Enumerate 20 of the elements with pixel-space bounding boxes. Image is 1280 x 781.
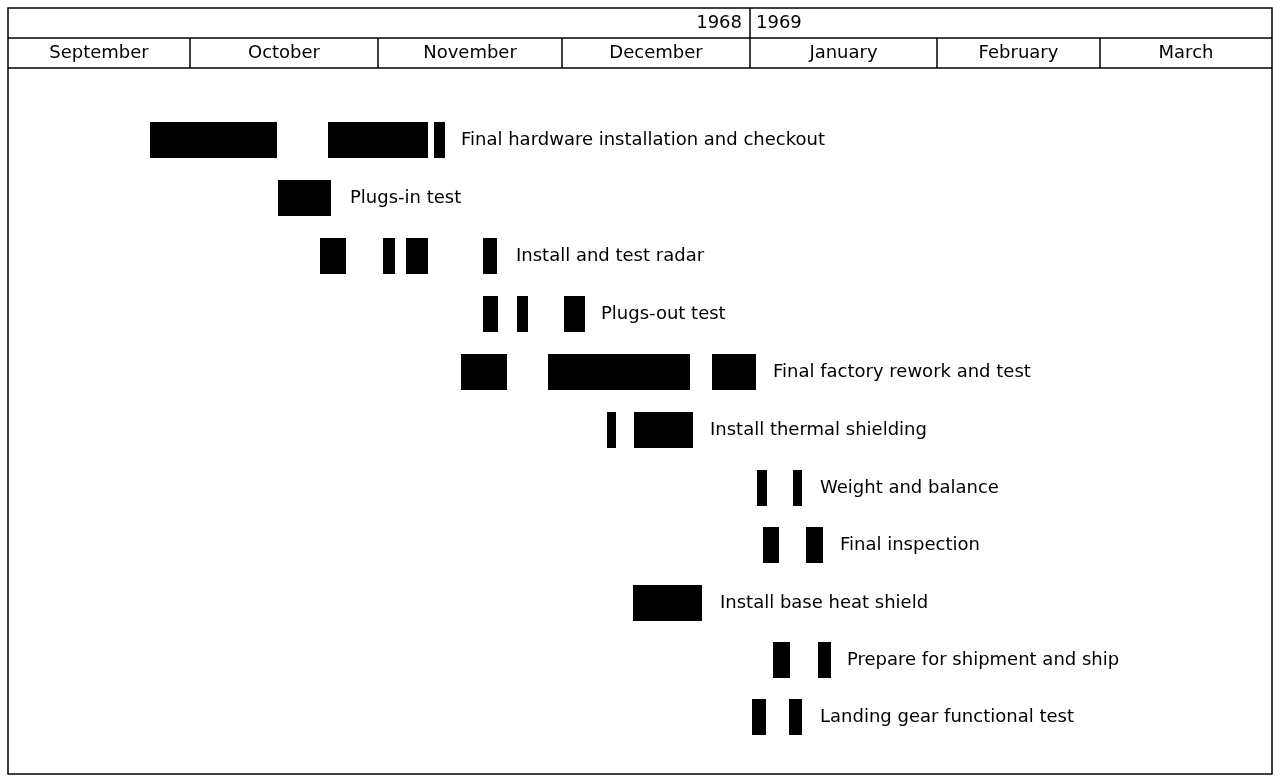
month-label: September — [48, 41, 150, 63]
month-label: March — [1157, 41, 1215, 63]
task-label: Final inspection — [840, 533, 980, 555]
year-label: 1969 — [756, 11, 802, 33]
task-label: Final factory rework and test — [773, 360, 1031, 382]
task-label: Plugs-in test — [350, 186, 462, 208]
task-label: Plugs-out test — [601, 302, 726, 324]
year-label: 1968 — [696, 11, 742, 33]
task-label: Install and test radar — [516, 244, 705, 266]
task-label: Weight and balance — [820, 476, 999, 498]
month-label: January — [807, 41, 879, 63]
month-label: December — [608, 41, 704, 63]
task-label: Final hardware installation and checkout — [461, 128, 825, 150]
month-label: February — [977, 41, 1060, 63]
task-label: Install base heat shield — [720, 591, 929, 613]
task-label: Landing gear functional test — [820, 705, 1074, 727]
task-label: Install thermal shielding — [710, 418, 927, 440]
month-label: October — [246, 41, 321, 63]
month-label: November — [422, 41, 518, 63]
task-label: Prepare for shipment and ship — [847, 648, 1120, 670]
